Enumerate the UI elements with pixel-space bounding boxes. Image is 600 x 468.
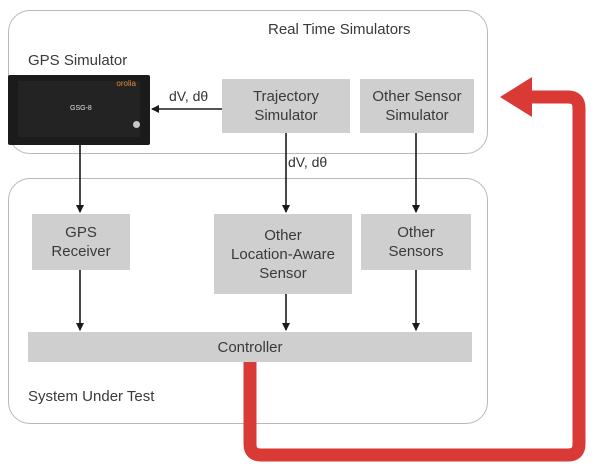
feedback-loop-arrow bbox=[243, 90, 586, 462]
other-sensors-box: Other Sensors bbox=[361, 214, 471, 270]
other-sensor-simulator-box: Other Sensor Simulator bbox=[360, 79, 474, 133]
trajectory-simulator-box: Trajectory Simulator bbox=[222, 79, 350, 133]
trajectory-to-gps-label: dV, dθ bbox=[169, 88, 209, 104]
device-logo: orolia bbox=[116, 79, 136, 88]
device-front-panel bbox=[18, 81, 140, 137]
device-model-label: GSG-8 bbox=[70, 105, 92, 112]
gps-receiver-box: GPS Receiver bbox=[32, 214, 130, 270]
feedback-arrowhead bbox=[500, 77, 532, 117]
other-location-aware-sensor-box: Other Location-Aware Sensor bbox=[214, 214, 352, 294]
controller-box: Controller bbox=[28, 332, 472, 362]
gps-simulator-device: orolia GSG-8 bbox=[8, 75, 150, 145]
trajectory-to-sensor-label: dV, dθ bbox=[288, 154, 328, 170]
gps-simulator-label: GPS Simulator bbox=[28, 52, 128, 69]
system-under-test-label: System Under Test bbox=[28, 388, 155, 405]
device-knob bbox=[133, 121, 140, 128]
real-time-simulators-label: Real Time Simulators bbox=[268, 21, 411, 38]
